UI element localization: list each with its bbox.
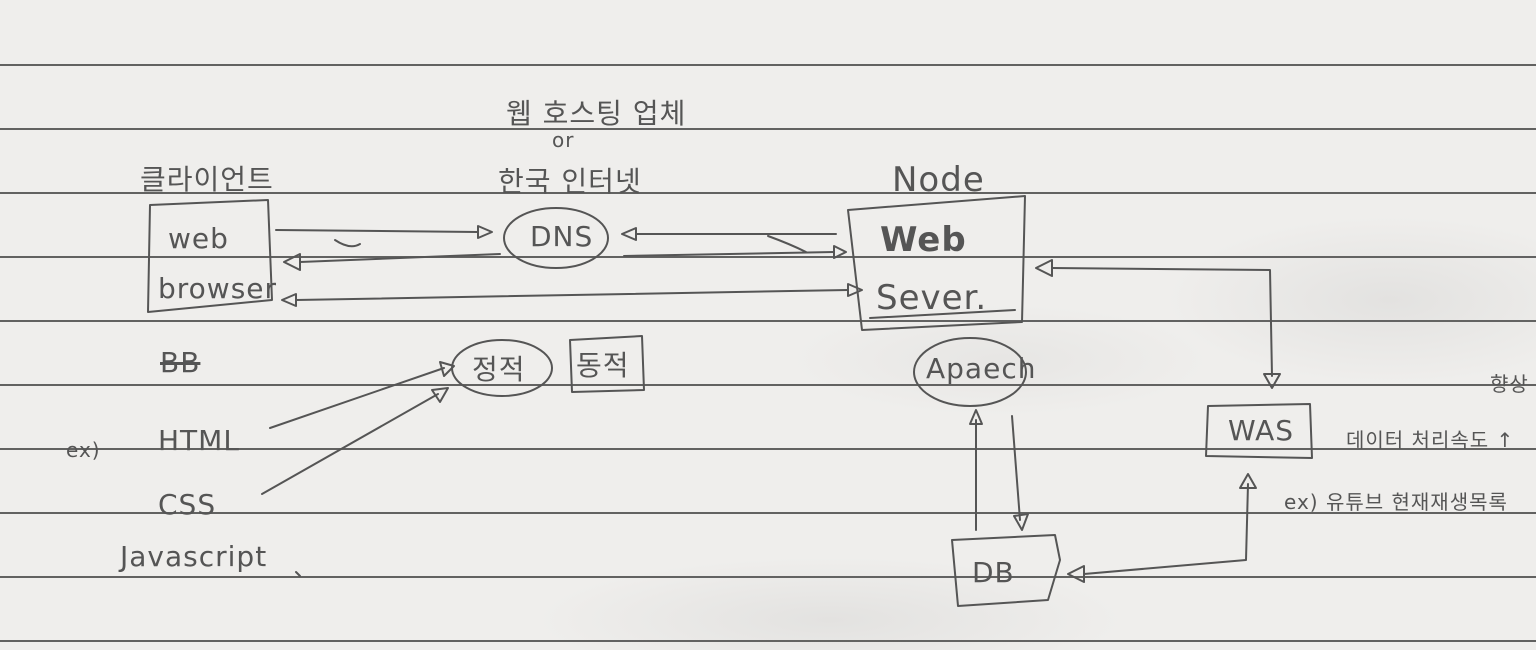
css-label: CSS (158, 488, 217, 521)
apache-label: Apaech (926, 352, 1037, 385)
html-label: HTML (158, 424, 240, 457)
arrow-dns-to-browser (299, 253, 501, 263)
browser-label: browser (158, 272, 278, 305)
example-left-label: ex) (66, 438, 101, 462)
arrow-html-to-static (269, 367, 445, 429)
arrow-apache-to-db (1011, 415, 1021, 521)
dns-oval (503, 207, 609, 269)
web-server-label-line2: Sever. (876, 278, 988, 318)
was-note-label: 데이터 처리속도 ↑ (1346, 428, 1515, 452)
korea-internet-label: 한국 인터넷 (498, 165, 642, 198)
web-server-box (847, 195, 1026, 331)
dynamic-box (569, 335, 645, 393)
arrow-dns-to-server (623, 251, 835, 257)
javascript-label: Javascript (120, 540, 268, 573)
web-browser-box (147, 199, 273, 313)
arrow-was-db (1083, 483, 1249, 575)
arrow-browser-to-dns (275, 229, 479, 233)
web-label: web (168, 222, 229, 255)
arrow-css-to-static (261, 393, 439, 495)
or-label: or (552, 128, 575, 152)
web-server-label-line1: Web (880, 220, 967, 260)
arrow-browser-server (295, 289, 849, 301)
static-label: 정적 (472, 353, 526, 386)
db-label: DB (972, 556, 1015, 589)
edge-text-label: 향상 (1490, 372, 1529, 396)
dynamic-label: 동적 (576, 349, 630, 382)
dns-label: DNS (530, 220, 594, 253)
arrow-was-to-server (1051, 267, 1273, 377)
web-hosting-label: 웹 호스팅 업체 (506, 97, 687, 130)
client-label: 클라이언트 (140, 163, 274, 196)
node-label: Node (892, 160, 985, 200)
was-example-label: ex) 유튜브 현재재생목록 (1284, 490, 1508, 514)
db-box (951, 534, 1061, 607)
was-box (1205, 403, 1313, 459)
apache-oval (913, 337, 1027, 407)
struck-text: BB (160, 346, 201, 379)
was-label: WAS (1228, 414, 1295, 447)
